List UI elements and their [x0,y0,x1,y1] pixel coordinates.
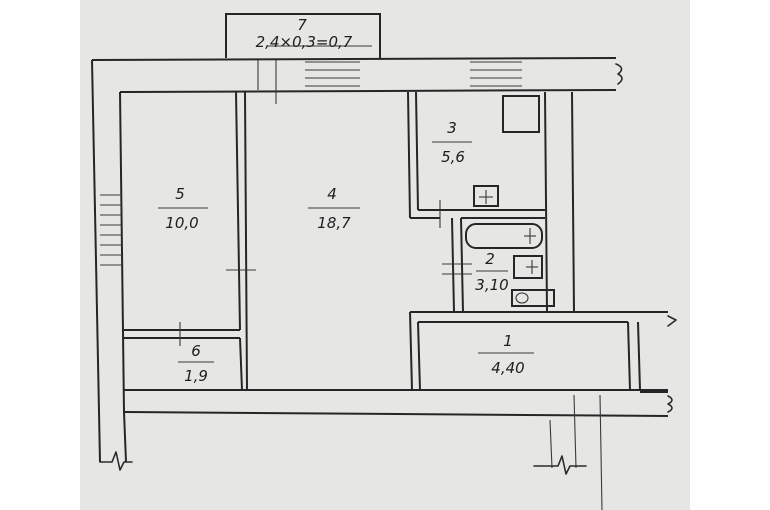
toilet-icon [511,289,555,307]
room-number: 3 [447,119,457,137]
outer-walls [91,57,669,463]
partition-bathroom [442,217,545,313]
room-area: 3,10 [475,276,508,294]
room-label-6: 6 1,9 [178,342,214,385]
balcony [225,13,381,58]
stove-icon [502,95,540,133]
room-label-5: 5 10,0 [158,185,208,232]
room-number: 6 [191,342,201,360]
room-area: 18,7 [317,214,351,232]
room-number: 1 [503,332,513,350]
window-left [257,60,360,104]
entrance-lines [99,394,603,510]
partition-kitchen [407,91,545,228]
room-number: 4 [327,185,337,203]
washbasin-icon [513,255,543,279]
room-label-2: 2 3,10 [475,250,508,294]
partition-5-4 [226,91,256,391]
room-label-1: 1 4,40 [478,332,534,377]
room-area: 2,4×0,3=0,7 [256,33,353,51]
partition-6 [124,322,243,391]
room-number: 5 [175,185,185,203]
room-label-3: 3 5,6 [432,119,472,166]
room-label-7: 7 2,4×0,3=0,7 [256,16,353,51]
partition-hallway [409,311,668,391]
room-label-4: 4 18,7 [308,185,360,232]
room-area: 4,40 [491,359,524,377]
room-area: 5,6 [441,148,465,166]
room-number: 7 [297,16,307,34]
window-side [100,194,122,266]
paper-sheet [80,0,690,510]
kitchen-sink-icon [473,185,499,207]
bathtub-icon [465,223,543,249]
room-area: 1,9 [184,367,208,385]
room-number: 2 [485,250,495,268]
window-right [470,61,522,87]
room-area: 10,0 [165,214,198,232]
break-symbols [615,63,677,413]
